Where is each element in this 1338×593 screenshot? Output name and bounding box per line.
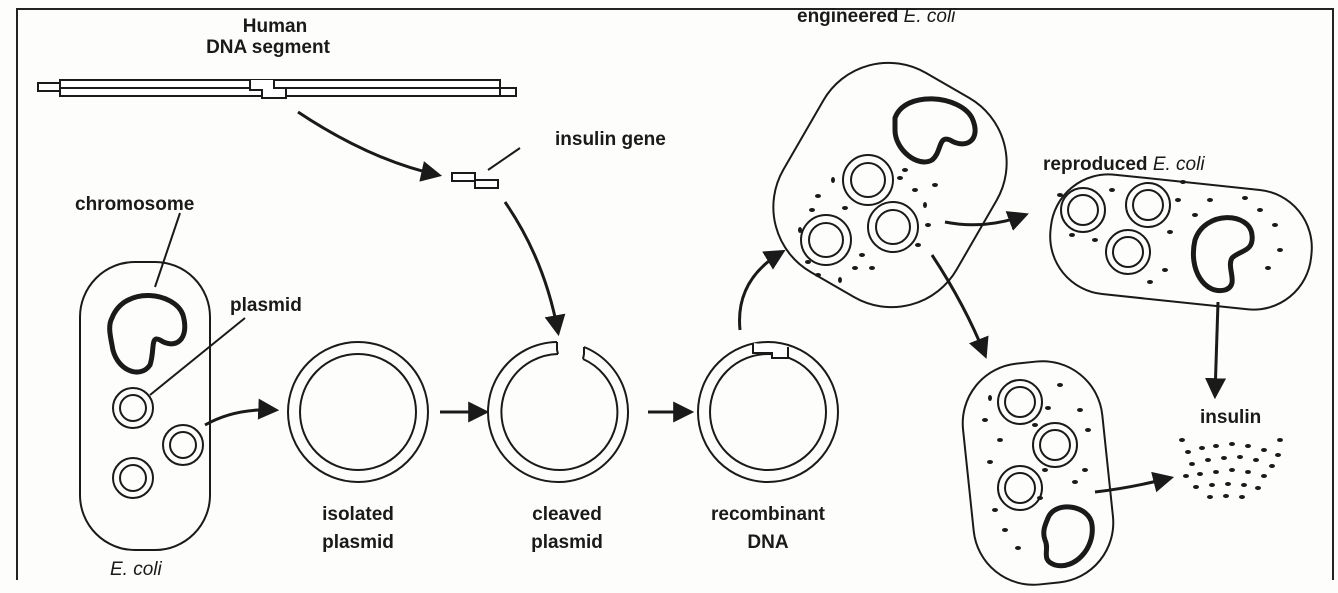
arrow-recombinant-to-engineered [740, 252, 782, 330]
reproduced-e-coli-cell [1044, 169, 1317, 316]
arrow-dna-to-gene [298, 112, 438, 175]
arrow-reproduced-to-insulin [1215, 302, 1218, 395]
cleaved-plasmid-label: cleaved [532, 504, 602, 525]
insulin-gene-label: insulin gene [555, 129, 666, 150]
lower-plasmids [998, 380, 1077, 510]
plasmid-label: plasmid [230, 295, 302, 316]
recombinant-dna-label-2: DNA [747, 532, 788, 553]
isolated-plasmid [288, 342, 428, 482]
engineered-chromosome [895, 99, 975, 162]
engineered-e-coli-cell [746, 35, 1034, 334]
insulin-gene-pointer [488, 148, 520, 170]
reproduced-e-coli-label: reproduced E. coli [1043, 154, 1205, 175]
cleaved-plasmid-label-2: plasmid [531, 532, 603, 553]
cleaved-plasmid [488, 342, 628, 482]
arrow-lower-cell-to-insulin [1095, 478, 1170, 492]
insulin-gene-fragment [452, 173, 498, 188]
e-coli-label: E. coli [110, 559, 163, 580]
recombinant-dna-label: recombinant [711, 504, 826, 525]
human-dna-label-2: DNA segment [206, 37, 331, 58]
plasmid-pointer [150, 318, 245, 395]
chromosome [110, 295, 185, 372]
reproduced-chromosome [1193, 218, 1252, 291]
isolated-plasmid-label-2: plasmid [322, 532, 394, 553]
chromosome-label: chromosome [75, 194, 194, 215]
recombinant-dna [698, 342, 838, 482]
isolated-plasmid-label: isolated [322, 504, 394, 525]
e-coli-plasmids [113, 388, 203, 498]
insulin-product-dots [1179, 438, 1283, 499]
insulin-label: insulin [1200, 407, 1261, 428]
human-dna-segment [38, 80, 516, 98]
lower-chromosome [1044, 507, 1093, 566]
reproduced-plasmids [1061, 183, 1170, 274]
engineered-plasmids [801, 155, 918, 265]
chromosome-pointer [155, 213, 180, 287]
lower-e-coli-cell [957, 355, 1119, 590]
human-dna-label: Human [243, 16, 307, 37]
arrow-gene-to-cleaved [505, 202, 558, 332]
arrow-cell-to-isolated [205, 410, 275, 425]
engineered-e-coli-label: engineered E. coli [797, 6, 956, 27]
arrow-engineered-to-lower-cell [932, 255, 985, 355]
